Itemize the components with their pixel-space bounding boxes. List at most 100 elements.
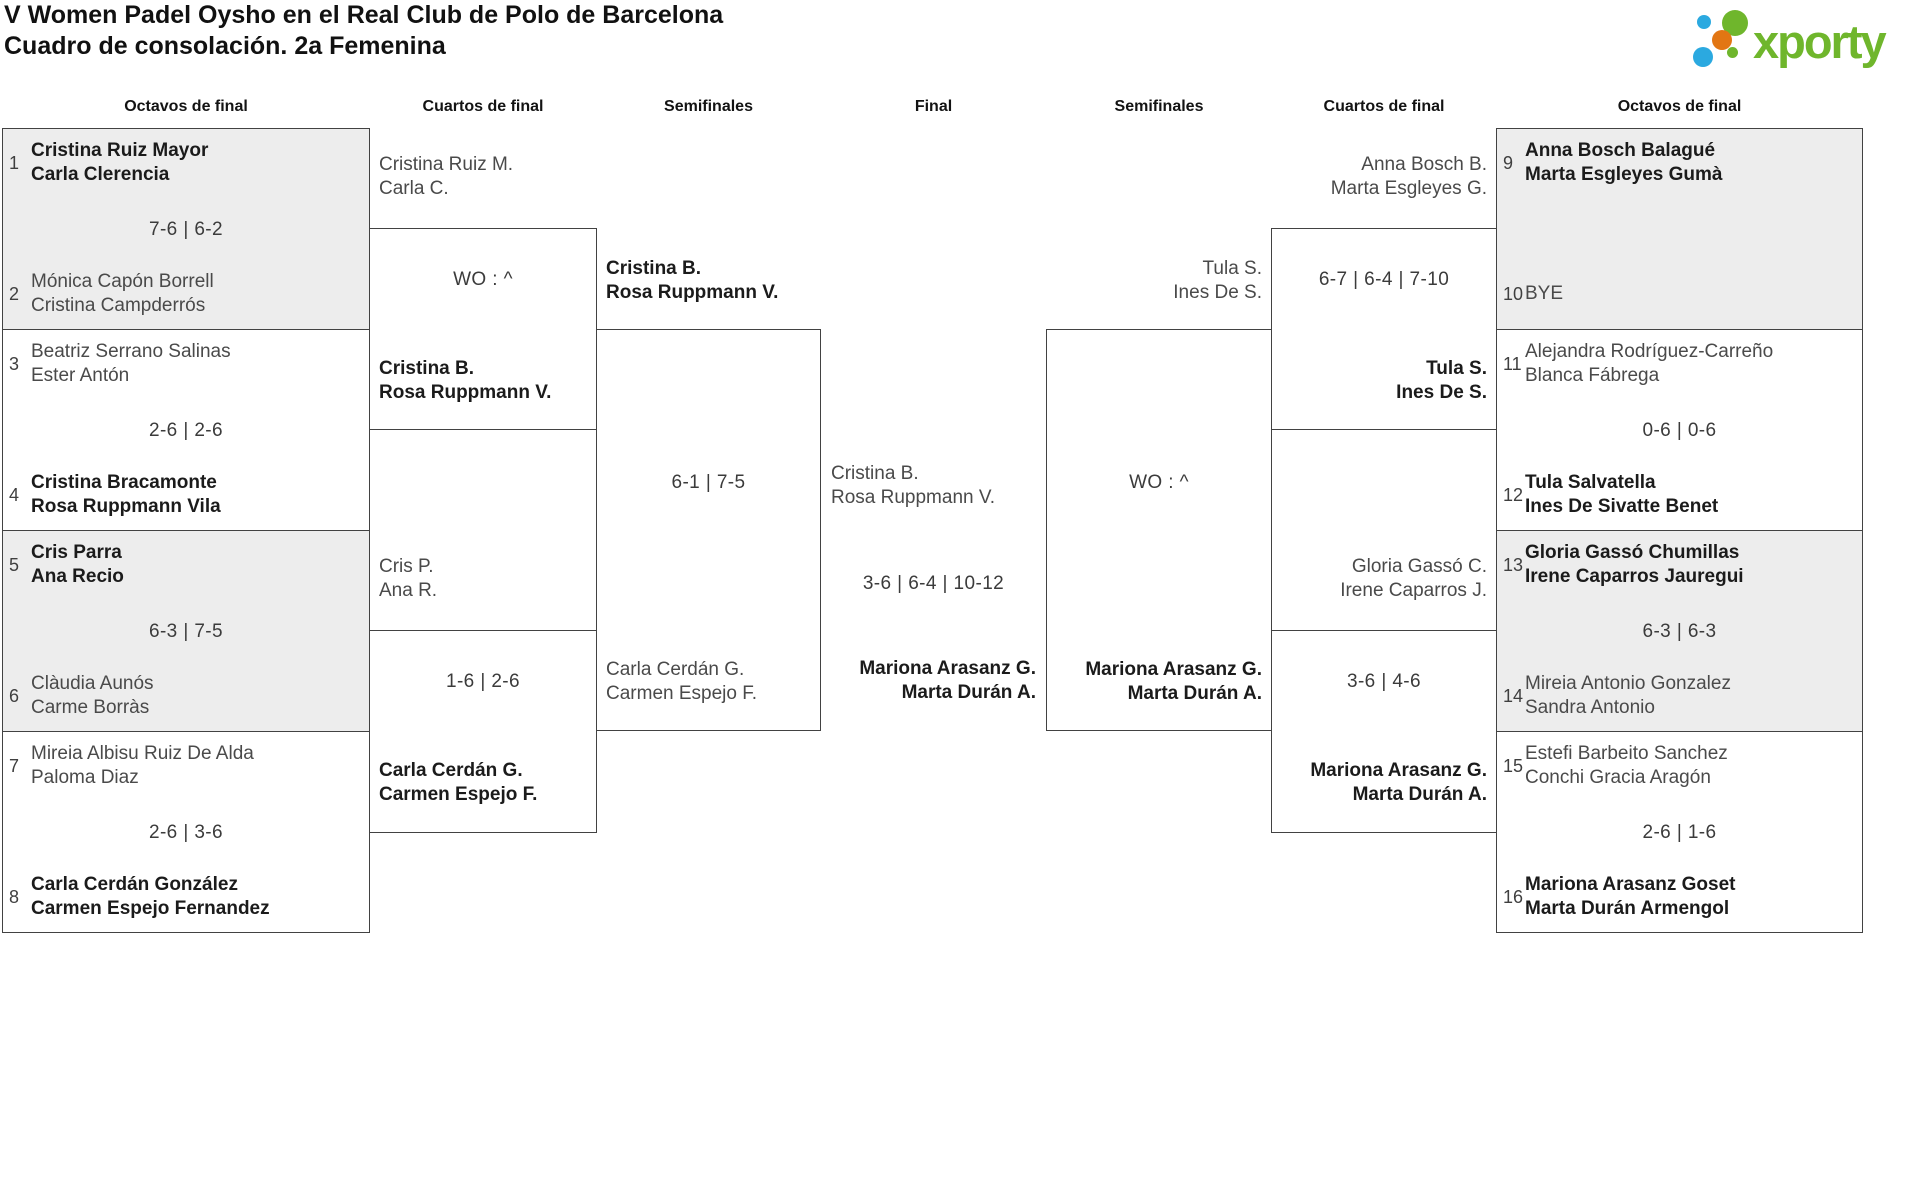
seed-number: 15: [1503, 755, 1524, 776]
player-name: Anna Bosch Balagué: [1525, 140, 1716, 161]
player-name: Cristina Ruiz Mayor: [31, 140, 209, 161]
team-pair: Clàudia Aunós Carme Borràs: [31, 672, 363, 720]
seed-number: 6: [9, 685, 20, 706]
player-name: Mariona Arasanz Goset: [1525, 874, 1736, 895]
match-score: 6-7 | 6-4 | 7-10: [1318, 269, 1450, 290]
player-name: Rosa Ruppmann V.: [831, 487, 996, 508]
round-header-left-sf: Semifinales: [664, 98, 753, 115]
team-row: 8 Carla Cerdán González Carmen Espejo Fe…: [9, 873, 363, 921]
match-score: 3-6 | 4-6: [1346, 671, 1421, 692]
player-name: Tula Salvatella: [1525, 472, 1656, 493]
logo-dot-blue-small: [1697, 15, 1711, 29]
page-title: V Women Padel Oysho en el Real Club de P…: [4, 1, 724, 29]
team-row: 4 Cristina Bracamonte Rosa Ruppmann Vila: [9, 471, 363, 519]
player-name: Paloma Diaz: [31, 767, 139, 788]
team-row: 12 Tula Salvatella Ines De Sivatte Benet: [1503, 471, 1856, 519]
match-score: [1496, 218, 1863, 242]
seed-number: 4: [9, 484, 20, 505]
player-name: Cris Parra: [31, 542, 122, 563]
player-name: Cristina Bracamonte: [31, 472, 217, 493]
seed-number: 3: [9, 353, 20, 374]
seed-number: 14: [1503, 685, 1524, 706]
player-name: Irene Caparros J.: [1340, 580, 1487, 601]
seed-number: 7: [9, 755, 20, 776]
player-name: Blanca Fábrega: [1525, 365, 1660, 386]
player-name: Marta Esgleyes Gumà: [1525, 164, 1723, 185]
team-pair: Cris P. Ana R.: [379, 555, 587, 603]
team-row: 3 Beatriz Serrano Salinas Ester Antón: [9, 340, 363, 388]
team-pair: BYE: [1525, 270, 1856, 318]
team-pair: Carla Cerdán G. Carmen Espejo F.: [379, 759, 587, 807]
seed-number: 5: [9, 554, 20, 575]
player-name: Gloria Gassó Chumillas: [1525, 542, 1740, 563]
match-score: WO : ^: [453, 269, 513, 290]
player-name: Tula S.: [1202, 258, 1263, 279]
logo-wordmark: xporty: [1753, 15, 1887, 68]
player-name: Ester Antón: [31, 365, 130, 386]
team-row: 11 Alejandra Rodríguez-Carreño Blanca Fá…: [1503, 340, 1856, 388]
team-row: 16 Mariona Arasanz Goset Marta Durán Arm…: [1503, 873, 1856, 921]
player-name: Mariona Arasanz G.: [1085, 659, 1262, 680]
seed-number: 13: [1503, 554, 1524, 575]
seed-number: 11: [1503, 353, 1522, 374]
player-name: Ana R.: [379, 580, 438, 601]
page-subtitle: Cuadro de consolación. 2a Femenina: [4, 32, 446, 60]
player-name: Carla Clerencia: [31, 164, 170, 185]
match-box-qf-left-2: [369, 630, 597, 833]
team-pair: Tula S. Ines De S.: [1056, 257, 1262, 305]
team-row: 1 Cristina Ruiz Mayor Carla Clerencia: [9, 139, 363, 187]
player-name: Marta Durán Armengol: [1525, 898, 1730, 919]
player-name: Mariona Arasanz G.: [859, 658, 1036, 679]
team-row: 14 Mireia Antonio Gonzalez Sandra Antoni…: [1503, 672, 1856, 720]
match-box-qf-right-2: [1271, 630, 1497, 833]
player-name: BYE: [1525, 283, 1564, 304]
match-score: 6-3 | 7-5: [148, 621, 223, 642]
player-name: Ana Recio: [31, 566, 124, 587]
match-score: 0-6 | 0-6: [1642, 420, 1717, 441]
seed-number: 9: [1503, 152, 1514, 173]
seed-number: 16: [1503, 886, 1524, 907]
player-name: Ines De S.: [1173, 282, 1262, 303]
player-name: Mariona Arasanz G.: [1310, 760, 1487, 781]
team-pair: Gloria Gassó Chumillas Irene Caparros Ja…: [1525, 541, 1856, 589]
team-pair: Mireia Albisu Ruiz De Alda Paloma Diaz: [31, 742, 363, 790]
seed-number: 12: [1503, 484, 1524, 505]
team-row: 2 Mónica Capón Borrell Cristina Campderr…: [9, 270, 363, 318]
player-name: Carmen Espejo F.: [379, 784, 538, 805]
match-box-r16-left-1: [2, 128, 370, 330]
player-name: Carla Cerdán G.: [379, 760, 523, 781]
team-pair: Mariona Arasanz G. Marta Durán A.: [831, 657, 1036, 705]
player-name: Marta Esgleyes G.: [1330, 178, 1487, 199]
team-pair: Cristina B. Rosa Ruppmann V.: [379, 357, 587, 405]
team-pair: Carla Cerdán G. Carmen Espejo F.: [606, 658, 811, 706]
logo-dot-blue-medium: [1693, 47, 1713, 67]
round-header-right-r16: Octavos de final: [1617, 98, 1742, 115]
player-name: Rosa Ruppmann V.: [379, 382, 552, 403]
player-name: Carla C.: [379, 178, 449, 199]
player-name: Clàudia Aunós: [31, 673, 154, 694]
player-name: Cristina Campderrós: [31, 295, 206, 316]
round-header-left-qf: Cuartos de final: [422, 98, 544, 115]
team-pair: Cristina B. Rosa Ruppmann V.: [606, 257, 811, 305]
player-name: Irene Caparros Jauregui: [1525, 566, 1744, 587]
player-name: Cristina B.: [831, 463, 919, 484]
team-row: 10 BYE: [1503, 270, 1856, 318]
match-box-r16-right-3: [1496, 530, 1863, 732]
team-row: 5 Cris Parra Ana Recio: [9, 541, 363, 589]
player-name: Marta Durán A.: [1352, 784, 1487, 805]
player-name: Mónica Capón Borrell: [31, 271, 214, 292]
player-name: Ines De S.: [1396, 382, 1487, 403]
seed-number: 1: [9, 152, 20, 173]
match-score: WO : ^: [1129, 472, 1189, 493]
team-pair: Estefi Barbeito Sanchez Conchi Gracia Ar…: [1525, 742, 1856, 790]
round-header-right-sf: Semifinales: [1114, 98, 1204, 115]
player-name: Sandra Antonio: [1525, 697, 1655, 718]
team-pair: Cristina Ruiz Mayor Carla Clerencia: [31, 139, 363, 187]
player-name: Gloria Gassó C.: [1351, 556, 1487, 577]
team-pair: Mireia Antonio Gonzalez Sandra Antonio: [1525, 672, 1856, 720]
player-name: Cristina B.: [606, 258, 702, 279]
round-header-right-qf: Cuartos de final: [1323, 98, 1445, 115]
player-name: Rosa Ruppmann Vila: [31, 496, 221, 517]
player-name: Alejandra Rodríguez-Carreño: [1525, 341, 1774, 362]
